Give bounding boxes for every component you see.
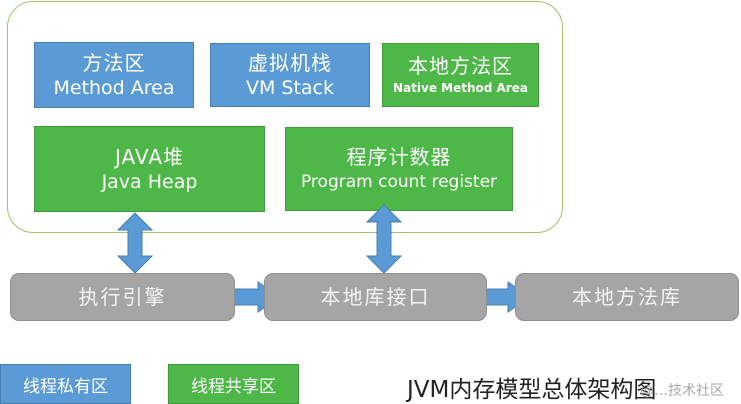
legend-private-label: 线程私有区 <box>23 376 108 397</box>
legend-shared-label: 线程共享区 <box>191 376 276 397</box>
method-area-en: Method Area <box>53 77 175 99</box>
watermark: @…技术社区 <box>640 383 724 399</box>
execution-engine-label: 执行引擎 <box>78 285 167 309</box>
vm-stack-en: VM Stack <box>245 77 335 99</box>
program-counter-zh: 程序计数器 <box>346 145 452 169</box>
program-counter-en: Program count register <box>300 172 498 192</box>
diagram-title: JVM内存模型总体架构图 <box>407 377 657 403</box>
arrow-pc-interface <box>365 204 403 274</box>
arrow-heap-engine <box>116 212 154 274</box>
native-method-area-box: 本地方法区 Native Method Area <box>382 43 539 107</box>
java-heap-box: JAVA堆 Java Heap <box>34 126 265 212</box>
method-area-box: 方法区 Method Area <box>34 42 194 108</box>
legend-private: 线程私有区 <box>0 364 131 404</box>
legend-shared: 线程共享区 <box>168 364 299 404</box>
native-library-label: 本地方法库 <box>572 285 682 309</box>
java-heap-zh: JAVA堆 <box>114 145 185 169</box>
native-interface-label: 本地库接口 <box>320 285 431 309</box>
java-heap-en: Java Heap <box>101 171 198 193</box>
vm-stack-box: 虚拟机栈 VM Stack <box>210 43 370 107</box>
native-interface-box: 本地库接口 <box>264 273 487 321</box>
vm-stack-zh: 虚拟机栈 <box>248 51 332 75</box>
execution-engine-box: 执行引擎 <box>10 273 235 321</box>
method-area-zh: 方法区 <box>82 51 146 75</box>
native-method-area-en: Native Method Area <box>393 81 528 95</box>
native-library-box: 本地方法库 <box>515 273 739 321</box>
runtime-data-area-container <box>7 1 563 233</box>
program-counter-box: 程序计数器 Program count register <box>285 127 513 211</box>
native-method-area-zh: 本地方法区 <box>408 54 513 78</box>
